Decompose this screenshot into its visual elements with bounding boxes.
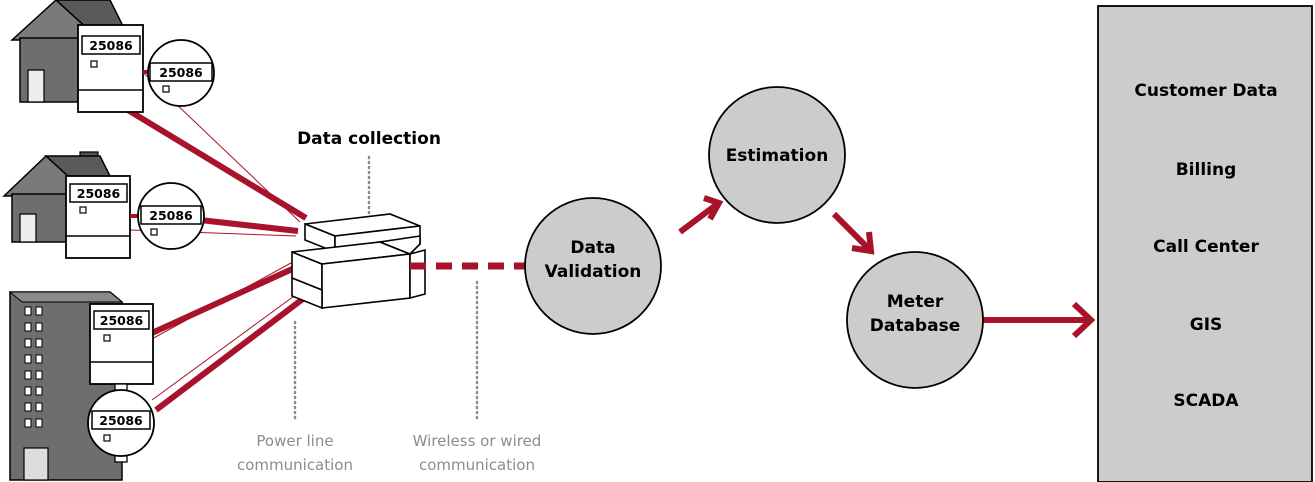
link-building2 xyxy=(154,283,322,413)
power-line-label: Power line xyxy=(256,432,333,450)
electric-meter-icon: 25086 xyxy=(89,303,154,385)
meter-reading: 25086 xyxy=(159,65,203,80)
link-house2 xyxy=(199,217,299,234)
meter-reading: 25086 xyxy=(77,186,121,201)
panel-item-scada: SCADA xyxy=(1173,391,1239,411)
estimation-label: Estimation xyxy=(726,146,829,166)
gas-meter-icon: 25086 xyxy=(147,39,215,107)
link-house1 xyxy=(116,101,308,221)
data-validation-node: Data Validation xyxy=(524,197,662,335)
data-collection-label: Data collection xyxy=(297,129,441,149)
meter-reading: 25086 xyxy=(89,38,133,53)
electric-meter-icon: 25086 xyxy=(65,175,131,259)
gas-meter-icon: 25086 xyxy=(87,383,155,463)
meter-db-label-2: Database xyxy=(870,316,960,336)
applications-panel: Customer Data Billing Call Center GIS SC… xyxy=(1097,5,1313,482)
meter-database-node: Meter Database xyxy=(846,251,984,389)
panel-item-gis: GIS xyxy=(1190,315,1223,335)
panel-item-call-center: Call Center xyxy=(1153,237,1259,257)
arrow-icon xyxy=(978,301,1096,339)
wireless-label: Wireless or wired xyxy=(413,432,542,450)
electric-meter-icon: 25086 xyxy=(77,24,144,113)
meter-reading: 25086 xyxy=(100,313,144,328)
power-line-label-2: communication xyxy=(237,456,353,474)
wireless-label-2: communication xyxy=(419,456,535,474)
validation-label-2: Validation xyxy=(545,262,642,282)
arrow-icon xyxy=(831,211,875,255)
link-building2-thin xyxy=(151,279,317,401)
panel-item-billing: Billing xyxy=(1176,160,1237,180)
estimation-node: Estimation xyxy=(708,86,846,224)
arrow-icon xyxy=(678,195,724,235)
meter-reading: 25086 xyxy=(149,208,193,223)
link-building1 xyxy=(150,257,314,336)
meter-reading: 25086 xyxy=(99,413,143,428)
link-building1-thin xyxy=(149,257,301,341)
validation-label-1: Data xyxy=(570,238,615,258)
meter-db-label-1: Meter xyxy=(887,292,944,312)
panel-item-customer-data: Customer Data xyxy=(1134,81,1277,101)
data-collector-icon xyxy=(291,213,426,310)
gas-meter-icon: 25086 xyxy=(137,182,205,250)
